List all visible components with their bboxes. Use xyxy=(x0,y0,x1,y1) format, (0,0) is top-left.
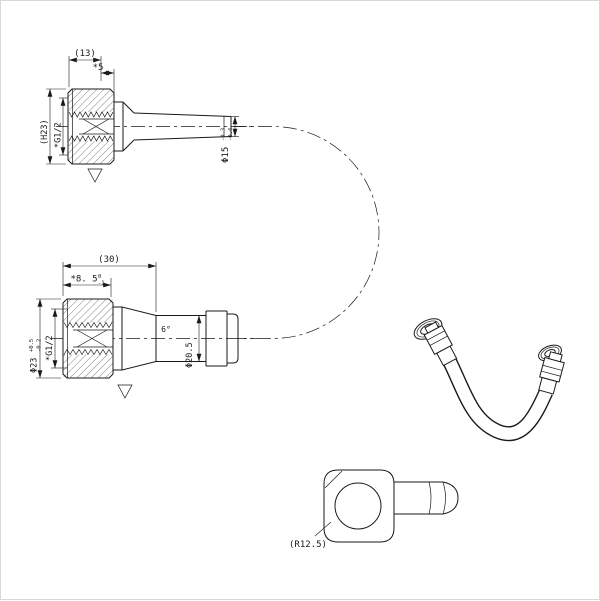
dim-outer-dia-label: Φ23 xyxy=(30,358,40,373)
surface-finish-icon xyxy=(87,168,103,183)
elbow-chamfer-line xyxy=(324,470,343,489)
elbow-stub-ring xyxy=(428,481,432,515)
dim-thread-label: *G1/2 xyxy=(45,335,55,361)
elbow-body xyxy=(323,469,395,543)
leader-line xyxy=(314,521,332,537)
dim-tube-dia-label: Φ20.5 xyxy=(185,342,195,368)
cone-seat-line xyxy=(82,118,110,135)
dim-5-label: *5 xyxy=(93,63,104,73)
elbow-port-circle xyxy=(334,482,382,530)
dim-tube-dia-label: Φ15 xyxy=(221,147,231,163)
tube-edge xyxy=(133,136,232,141)
dim-thread-label: *G1/2 xyxy=(54,122,64,148)
dim-r125-label: (R12.5) xyxy=(289,540,327,550)
thread-profile xyxy=(68,111,114,118)
thread-profile xyxy=(63,348,113,356)
hose-fitting-left xyxy=(423,321,458,367)
dim-30-label: (30) xyxy=(98,255,120,265)
thread-profile xyxy=(63,321,113,329)
taper-edge xyxy=(121,361,157,371)
section-hatch xyxy=(68,141,114,164)
end-cap xyxy=(227,313,239,364)
section-hatch xyxy=(63,354,113,378)
middle-fitting-section-view: (30) *8. 5 0 -1 Φ23 +0.5 -0.2 *G1/2 6° Φ… xyxy=(29,255,257,399)
section-hatch xyxy=(63,299,113,323)
section-hatch xyxy=(68,89,114,112)
dim-h23-label: (H23) xyxy=(40,119,50,145)
elbow-stub-face xyxy=(442,481,446,515)
top-fitting-section-view: (13) *5 (H23) *G1/2 Φ15 -0.3 -0.4 xyxy=(40,49,253,183)
cone-seat-line xyxy=(76,329,108,348)
dim-13-label: (13) xyxy=(74,49,96,59)
elbow-pictorial-view: (R12.5) xyxy=(289,469,459,550)
taper-edge xyxy=(121,306,157,316)
dim-angle-label: 6° xyxy=(161,325,171,334)
chamfer-edge xyxy=(122,139,135,152)
tube-edge xyxy=(133,112,232,117)
dim-85-label: *8. 5 xyxy=(70,275,97,285)
tolerance-upper: 0 xyxy=(98,274,101,280)
thread-profile xyxy=(68,135,114,142)
tolerance-upper: -0.3 xyxy=(221,128,227,141)
tolerance-lower: -0.2 xyxy=(37,339,43,352)
tolerance-lower: -1 xyxy=(98,281,105,287)
hose-pictorial-view xyxy=(413,318,565,442)
hose-body xyxy=(444,359,552,440)
tolerance-upper: +0.5 xyxy=(29,339,35,352)
hose-fitting-right xyxy=(538,351,565,395)
hose-phantom-centerline xyxy=(233,126,380,339)
elbow-stub-cap xyxy=(442,481,459,515)
tolerance-lower: -0.4 xyxy=(228,127,234,141)
chamfer-edge xyxy=(122,101,135,114)
surface-finish-icon xyxy=(117,384,133,399)
